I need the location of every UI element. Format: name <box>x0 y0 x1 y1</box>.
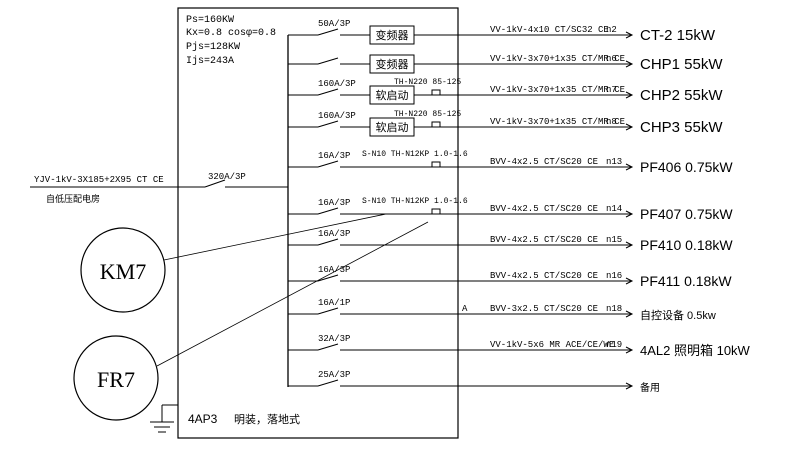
panel-name: 4AP3 <box>188 412 218 426</box>
circuit-7-arrow-icon <box>625 241 634 249</box>
callout-fr-leader <box>156 221 429 367</box>
circuit-5-breaker-icon <box>317 160 339 168</box>
circuit-1-breaker-icon <box>317 28 339 36</box>
circuit-5-arrow-icon <box>625 163 634 171</box>
circuit-7-circuit-id: n15 <box>606 235 622 245</box>
circuit-6-load-label: PF407 0.75kW <box>640 206 733 222</box>
circuit-11-breaker-icon <box>317 379 339 387</box>
circuit-4-arrow-icon <box>625 123 634 131</box>
circuit-4-load-label: CHP3 55kW <box>640 119 723 136</box>
circuit-11-breaker-label: 25A/3P <box>318 370 350 380</box>
ground-icon <box>150 404 178 433</box>
circuit-2-circuit-id: n6 <box>606 54 617 64</box>
circuit-9-phase-label: A <box>462 304 468 314</box>
callout-fr-circle <box>73 335 159 421</box>
incoming-cable-label: YJV-1kV-3X185+2X95 CT CE <box>34 175 164 185</box>
circuit-2-arrow-icon <box>625 60 634 68</box>
circuit-5-cable-label: BVV-4x2.5 CT/SC20 CE <box>490 157 598 167</box>
circuit-3-arrow-icon <box>625 91 634 99</box>
circuit-6-relay-label: S-N10 TH-N12KP 1.0-1.6 <box>362 197 468 206</box>
panel-enclosure <box>177 7 459 439</box>
circuit-8-breaker-icon <box>317 274 339 282</box>
circuit-5-circuit-id: n13 <box>606 157 622 167</box>
circuit-4-relay-label: TH-N220 85-125 <box>394 110 461 119</box>
circuit-5-relay-label: S-N10 TH-N12KP 1.0-1.6 <box>362 150 468 159</box>
circuit-6-arrow-icon <box>625 210 634 218</box>
circuit-3-circuit-id: n7 <box>606 85 617 95</box>
circuit-8-circuit-id: n16 <box>606 271 622 281</box>
circuit-9-cable-label: BVV-3x2.5 CT/SC20 CE <box>490 304 598 314</box>
circuit-1-circuit-id: n2 <box>606 25 617 35</box>
circuit-10-circuit-id: n19 <box>606 340 622 350</box>
circuit-2-breaker-icon <box>317 57 339 65</box>
panel-param-ijs: Ijs=243A <box>186 55 234 67</box>
circuit-7-load-label: PF410 0.18kW <box>640 237 733 253</box>
circuit-3-load-label: CHP2 55kW <box>640 87 723 104</box>
circuit-6-breaker-label: 16A/3P <box>318 198 350 208</box>
circuit-1-device-label: 变频器 <box>376 28 409 42</box>
circuit-1-load-label: CT-2 15kW <box>640 27 716 44</box>
callout-km-circle <box>80 227 166 313</box>
circuit-8-arrow-icon <box>625 277 634 285</box>
circuit-8-breaker-label: 16A/3P <box>318 265 350 275</box>
circuit-5-overload-icon <box>428 161 444 168</box>
circuit-6-circuit-id: n14 <box>606 204 622 214</box>
panel-mount: 明装，落地式 <box>234 413 300 426</box>
circuit-10-breaker-icon <box>317 343 339 351</box>
panel-param-ps: Ps=160KW <box>186 15 234 26</box>
circuit-3-breaker-icon <box>317 88 339 96</box>
panel-param-pjs: Pjs=128KW <box>186 41 240 53</box>
circuit-4-circuit-id: n8 <box>606 117 617 127</box>
circuit-4-cable-label: VV-1kV-3x70+1x35 CT/MR CE <box>490 117 625 127</box>
callout-km-leader <box>163 213 387 261</box>
circuit-8-cable-label: BVV-4x2.5 CT/SC20 CE <box>490 271 598 281</box>
circuit-6-overload-icon <box>428 208 444 215</box>
circuit-7-cable-label: BVV-4x2.5 CT/SC20 CE <box>490 235 598 245</box>
circuit-1-cable-label: VV-1kV-4x10 CT/SC32 CE <box>490 25 609 35</box>
circuit-1-arrow-icon <box>625 31 634 39</box>
circuit-6-breaker-icon <box>317 207 339 215</box>
circuit-10-cable-label: VV-1kV-5x6 MR ACE/CE/WE <box>490 340 614 350</box>
circuit-9-load-label: 自控设备 0.5kw <box>640 308 716 322</box>
circuit-9-breaker-label: 16A/1P <box>318 298 350 308</box>
circuit-9-circuit-id: n18 <box>606 304 622 314</box>
circuit-5-load-label: PF406 0.75kW <box>640 159 733 175</box>
circuit-3-breaker-label: 160A/3P <box>318 79 356 89</box>
panel-param-kx: Kx=0.8 cosφ=0.8 <box>186 28 276 39</box>
circuit-2-device-label: 变频器 <box>376 57 409 71</box>
circuit-3-overload-icon <box>428 89 444 96</box>
circuit-11-arrow-icon <box>625 382 634 390</box>
circuit-9-arrow-icon <box>625 310 634 318</box>
circuit-4-overload-icon <box>428 121 444 128</box>
circuit-10-load-label: 4AL2 照明箱 10kW <box>640 343 751 358</box>
incoming-source-label: 自低压配电房 <box>46 193 100 204</box>
circuit-7-breaker-label: 16A/3P <box>318 229 350 239</box>
circuit-2-load-label: CHP1 55kW <box>640 56 723 73</box>
circuit-9-breaker-icon <box>317 307 339 315</box>
circuit-3-device-label: 软启动 <box>376 88 409 102</box>
circuit-4-breaker-icon <box>317 120 339 128</box>
circuit-2-cable-label: VV-1kV-3x70+1x35 CT/MR CE <box>490 54 625 64</box>
circuit-5-breaker-label: 16A/3P <box>318 151 350 161</box>
circuit-1-breaker-label: 50A/3P <box>318 19 350 29</box>
callout-km-label: KM7 <box>100 259 146 284</box>
circuit-8-load-label: PF411 0.18kW <box>640 273 732 289</box>
circuit-3-cable-label: VV-1kV-3x70+1x35 CT/MR CE <box>490 85 625 95</box>
circuit-4-device-label: 软启动 <box>376 120 409 134</box>
incoming-breaker-label: 320A/3P <box>208 172 246 182</box>
circuit-4-breaker-label: 160A/3P <box>318 111 356 121</box>
circuit-6-cable-label: BVV-4x2.5 CT/SC20 CE <box>490 204 598 214</box>
circuit-11-load-label: 备用 <box>640 381 660 394</box>
callout-fr-label: FR7 <box>97 367 135 392</box>
circuit-3-relay-label: TH-N220 85-125 <box>394 78 461 87</box>
incoming-breaker-symbol <box>204 179 226 188</box>
circuit-10-arrow-icon <box>625 346 634 354</box>
circuit-7-breaker-icon <box>317 238 339 246</box>
circuit-10-breaker-label: 32A/3P <box>318 334 350 344</box>
